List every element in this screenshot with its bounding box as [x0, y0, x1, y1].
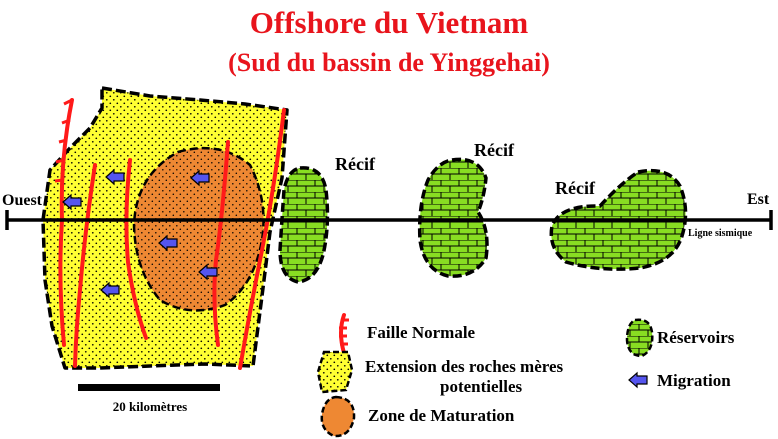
- scale-bar: [78, 384, 220, 391]
- legend-source-rock-symbol: [316, 350, 354, 394]
- legend-reservoir-label: Réservoirs: [657, 328, 735, 347]
- legend-migration-symbol: [628, 372, 648, 388]
- legend-fault-symbol: [339, 313, 349, 355]
- legend-source-rock-label-2: potentielles: [440, 377, 523, 396]
- legend-maturation-symbol: [320, 395, 356, 438]
- legend: Faille Normale Extension des roches mère…: [316, 313, 735, 438]
- east-label: Est: [747, 191, 770, 208]
- seismic-line-label: Ligne sismique: [688, 228, 753, 239]
- maturation-zone: [132, 146, 265, 312]
- legend-maturation-label: Zone de Maturation: [368, 406, 515, 425]
- legend-fault-label: Faille Normale: [367, 323, 476, 342]
- page-subtitle: (Sud du bassin de Yinggehai): [228, 48, 550, 77]
- reef-reservoir-2: [417, 157, 489, 278]
- scale-label: 20 kilomètres: [113, 399, 188, 414]
- legend-migration-label: Migration: [657, 371, 731, 390]
- legend-reservoir-symbol: [625, 318, 654, 358]
- reef-label-1: Récif: [335, 154, 376, 174]
- west-label: Ouest: [2, 192, 43, 209]
- reef-label-2: Récif: [474, 140, 515, 160]
- reef-reservoir-1: [278, 166, 330, 284]
- page-title: Offshore du Vietnam: [250, 5, 529, 40]
- reef-label-3: Récif: [555, 178, 596, 198]
- seismic-line: [5, 210, 773, 230]
- legend-source-rock-label-1: Extension des roches mères: [365, 357, 564, 376]
